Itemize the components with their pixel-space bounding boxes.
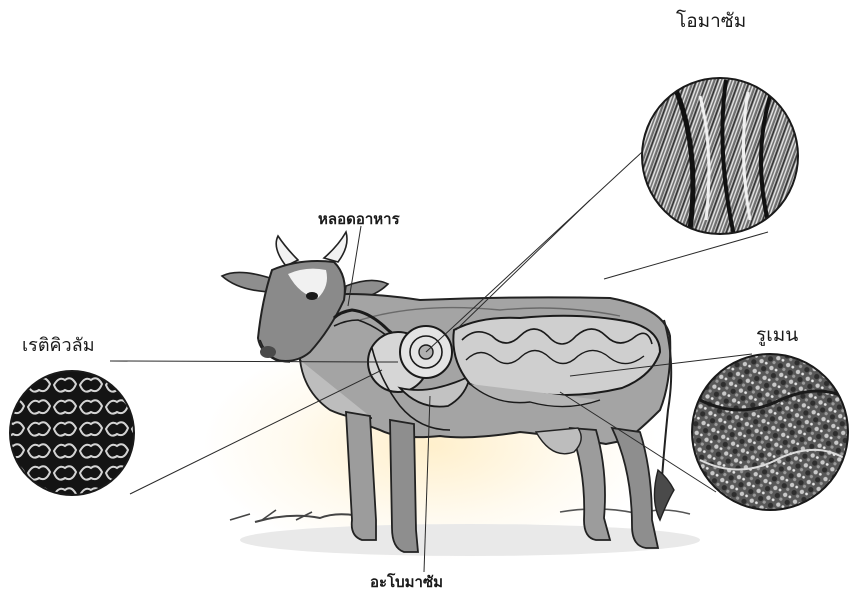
- ground: [230, 509, 700, 556]
- omasum-leader-lower: [604, 232, 768, 279]
- rumen-label: รูเมน: [756, 326, 798, 345]
- abomasum-label: อะโบมาซัม: [370, 575, 443, 590]
- omasum-micrograph: [642, 78, 798, 236]
- esophagus-label: หลอดอาหาร: [318, 212, 400, 227]
- omasum-label: โอมาซัม: [676, 12, 746, 31]
- reticulum-micrograph: [10, 371, 134, 495]
- rumen-micrograph: [692, 354, 850, 510]
- reticulum-leader-lower: [130, 370, 382, 494]
- reticulum-label: เรติคิวลัม: [22, 337, 95, 355]
- rumen-organ: [453, 316, 660, 395]
